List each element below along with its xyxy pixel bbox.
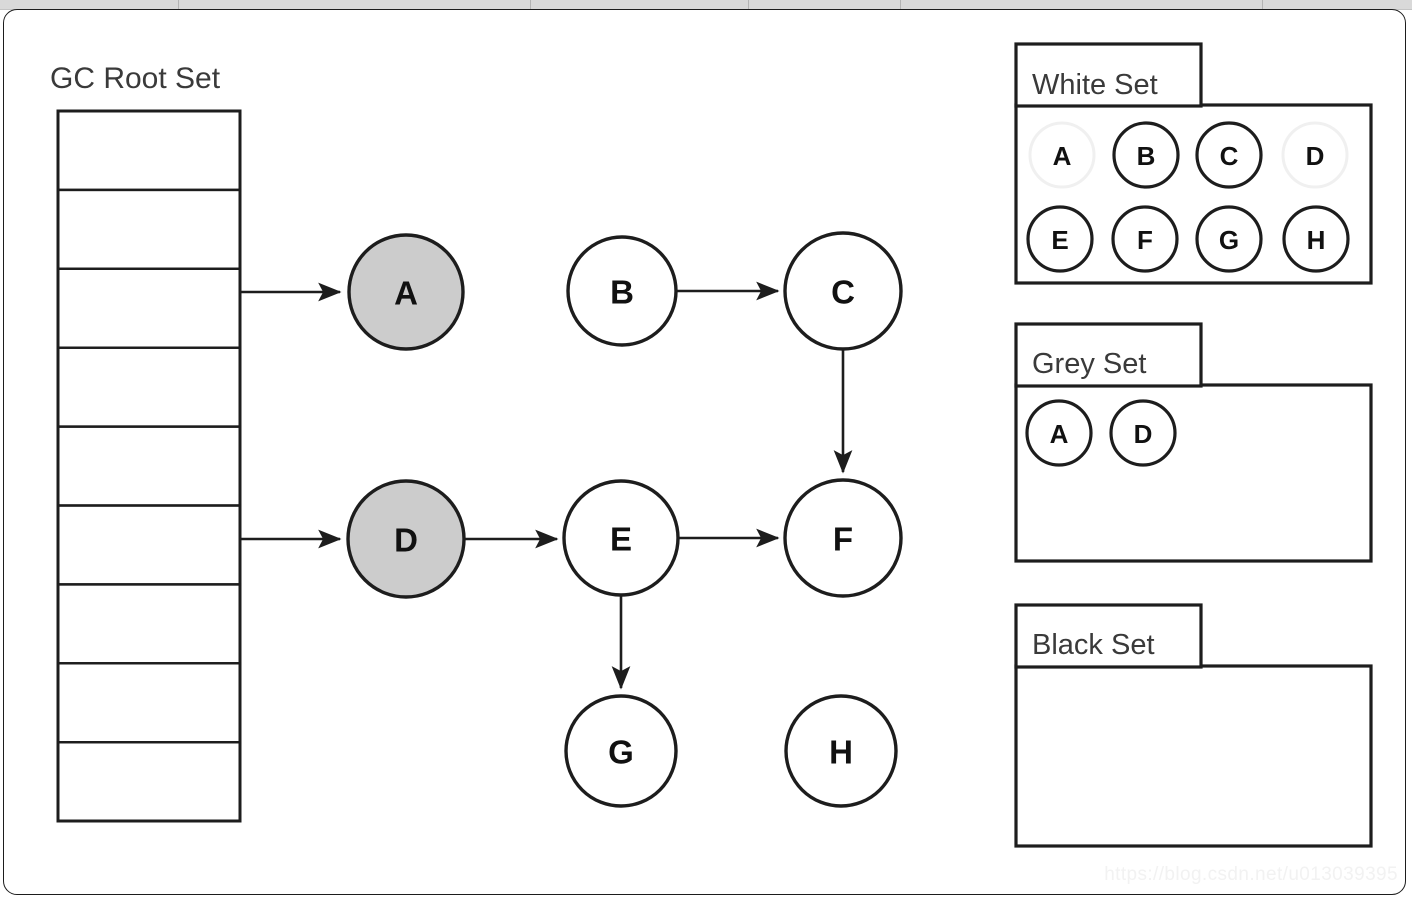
watermark: https://blog.csdn.net/u013039395 (1104, 864, 1398, 885)
page-frame (3, 9, 1406, 895)
